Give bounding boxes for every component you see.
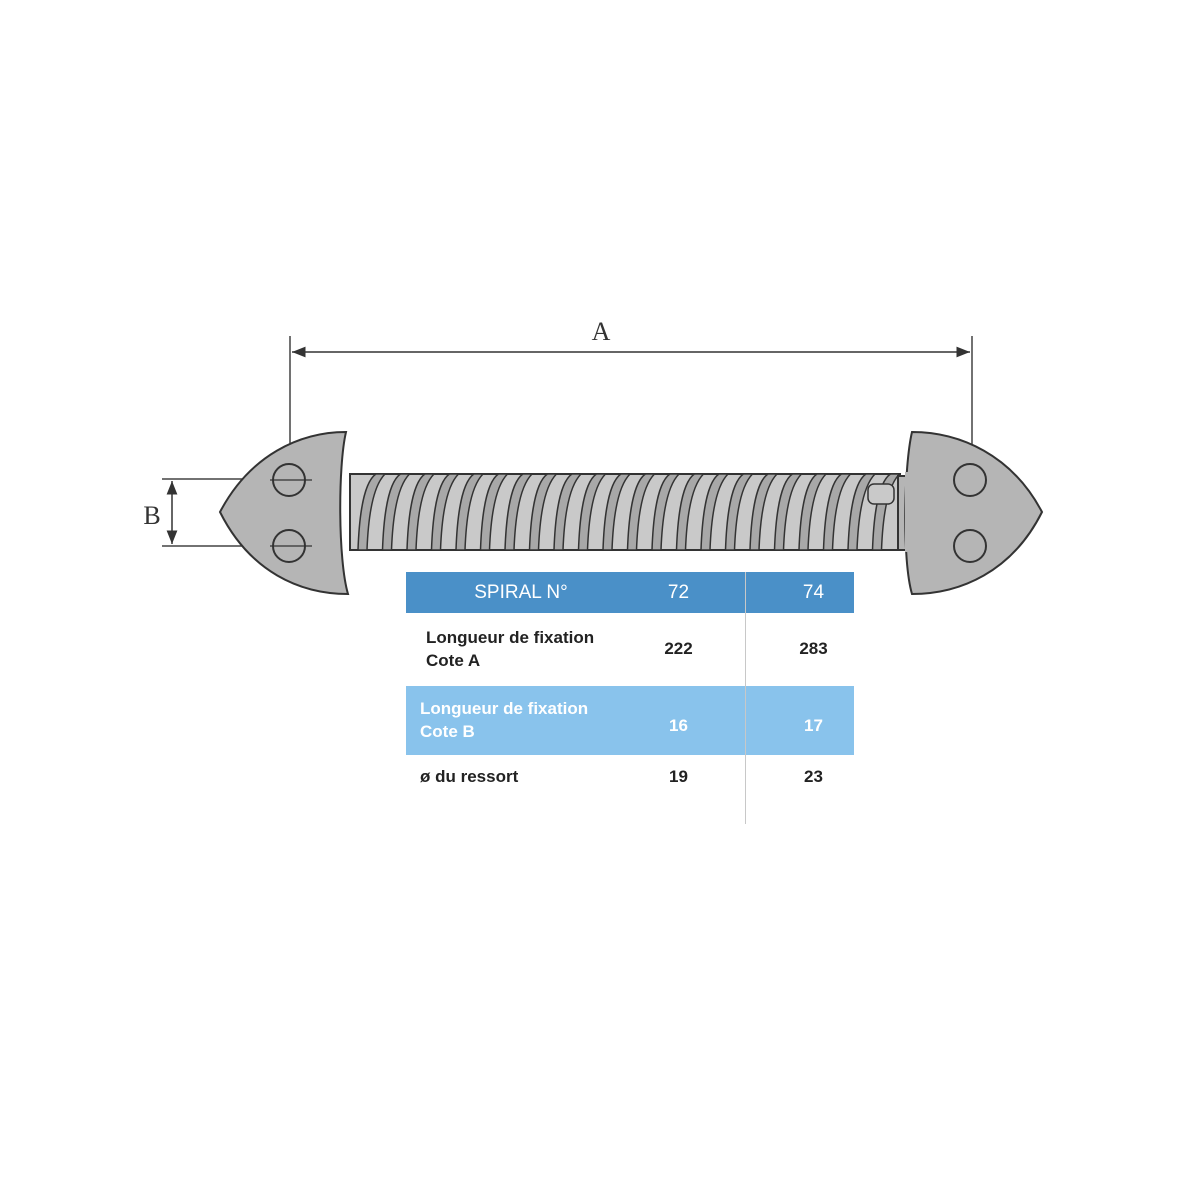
spring-coil (749, 473, 779, 551)
table-row: ø du ressort 19 23 (406, 755, 854, 823)
spring-coil (406, 473, 436, 551)
row-label: Longueur de fixation Cote A (426, 628, 595, 670)
spring-coil (357, 473, 387, 551)
row-label: ø du ressort (420, 767, 519, 786)
dimension-a: A (289, 317, 973, 470)
screw-hole-icon (953, 529, 987, 563)
spring-coil (822, 473, 853, 551)
table-header-row: SPIRAL N° 72 74 (406, 572, 854, 613)
row-value-74: 17 (804, 716, 823, 735)
spring-coil (504, 473, 534, 551)
row-value-72: 222 (664, 639, 693, 658)
row-value-74: 23 (804, 767, 823, 786)
spring-coil (602, 473, 632, 551)
spring-coil (700, 473, 730, 551)
dimension-b-label: B (143, 501, 160, 530)
left-mounting-plate (218, 430, 350, 596)
spring-coil (847, 473, 877, 551)
row-value-72: 16 (669, 716, 688, 735)
column-divider (745, 572, 746, 824)
spring-coil (479, 473, 510, 551)
table-header-model-72: 72 (667, 582, 690, 603)
spring-coil (455, 473, 485, 551)
screw-hole-icon (953, 463, 987, 497)
right-mounting-plate (904, 430, 1044, 596)
spring-coil (626, 473, 657, 551)
dimension-a-label: A (592, 317, 611, 346)
table-header-model-74: 74 (802, 582, 825, 603)
row-label: Longueur de fixation Cote B (420, 699, 589, 741)
spring-coil (553, 473, 583, 551)
spring-coil (773, 473, 804, 551)
spring-coil (430, 473, 461, 551)
spring-coil (577, 473, 608, 551)
spring-coil (724, 473, 755, 551)
spring-coil (381, 473, 412, 551)
spring-coil (798, 473, 828, 551)
table-row: Longueur de fixation Cote A 222 283 (406, 613, 854, 686)
table-row: Longueur de fixation Cote B 16 17 (406, 686, 854, 755)
spiral-spring (349, 473, 902, 551)
table-header-label: SPIRAL N° (474, 582, 568, 603)
spec-table: SPIRAL N° 72 74 Longueur de fixation Cot… (406, 572, 854, 823)
spring-coil (528, 473, 559, 551)
spring-coil (871, 473, 902, 551)
row-value-74: 283 (799, 639, 828, 658)
spring-coil (675, 473, 706, 551)
spring-coil (651, 473, 681, 551)
row-value-72: 19 (669, 767, 688, 786)
